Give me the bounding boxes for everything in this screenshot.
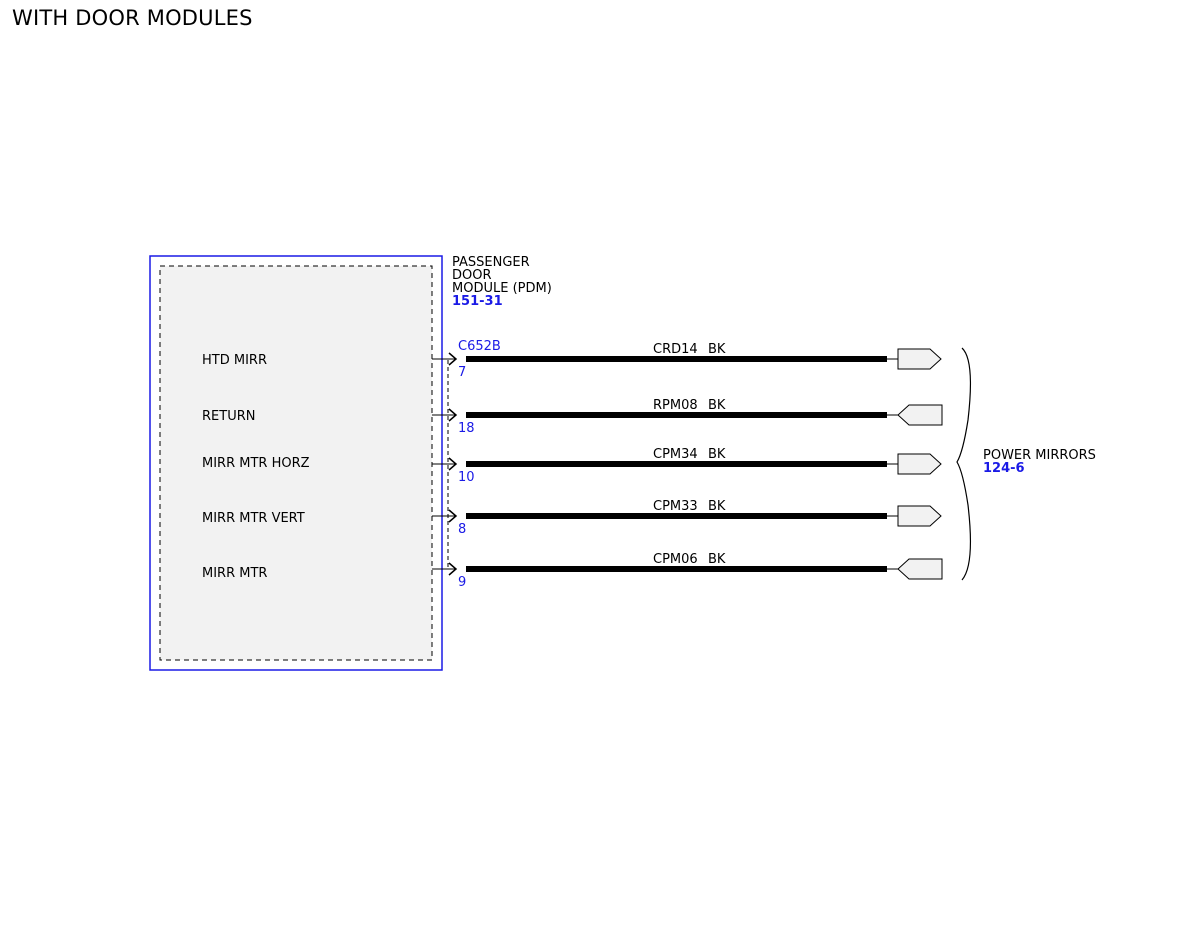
circuit-id-label[interactable]: RPM08 — [653, 398, 698, 413]
module-reference[interactable]: 151-31 — [452, 294, 503, 309]
circuit-id-label[interactable]: CPM34 — [653, 447, 698, 462]
circuit-id-label[interactable]: CPM33 — [653, 499, 698, 514]
module-inner-dashed-box — [159, 265, 433, 661]
pin-number[interactable]: 7 — [458, 365, 466, 380]
terminal-out-icon[interactable] — [897, 453, 942, 475]
circuit-function-label: MIRR MTR — [202, 566, 267, 581]
pin-chevron-icon — [448, 562, 458, 576]
circuit-id-label[interactable]: CPM06 — [653, 552, 698, 567]
circuit-function-label: HTD MIRR — [202, 353, 267, 368]
pin-chevron-icon — [448, 408, 458, 422]
component-reference[interactable]: 124-6 — [983, 461, 1025, 476]
wire-color-label: BK — [708, 398, 726, 413]
terminal-out-icon[interactable] — [897, 505, 942, 527]
terminal-out-icon[interactable] — [897, 348, 942, 370]
wire-color-label: BK — [708, 499, 726, 514]
wire-color-label: BK — [708, 447, 726, 462]
pin-number[interactable]: 8 — [458, 522, 466, 537]
pin-chevron-icon — [448, 457, 458, 471]
component-brace — [956, 347, 972, 581]
wire-color-label: BK — [708, 342, 726, 357]
terminal-in-icon[interactable] — [897, 404, 943, 426]
module-name-line-2: DOOR — [452, 268, 492, 283]
pin-chevron-icon — [448, 352, 458, 366]
module-name-line-3: MODULE (PDM) — [452, 281, 552, 296]
wire-color-label: BK — [708, 552, 726, 567]
page-title: WITH DOOR MODULES — [12, 6, 253, 30]
connector-label[interactable]: C652B — [458, 339, 501, 354]
module-name-line-1: PASSENGER — [452, 255, 530, 270]
pin-number[interactable]: 10 — [458, 470, 475, 485]
pin-number[interactable]: 9 — [458, 575, 466, 590]
pin-chevron-icon — [448, 509, 458, 523]
terminal-in-icon[interactable] — [897, 558, 943, 580]
circuit-function-label: RETURN — [202, 409, 255, 424]
component-name: POWER MIRRORS — [983, 448, 1096, 463]
circuit-function-label: MIRR MTR HORZ — [202, 456, 310, 471]
circuit-function-label: MIRR MTR VERT — [202, 511, 305, 526]
circuit-id-label[interactable]: CRD14 — [653, 342, 698, 357]
pin-number[interactable]: 18 — [458, 421, 475, 436]
